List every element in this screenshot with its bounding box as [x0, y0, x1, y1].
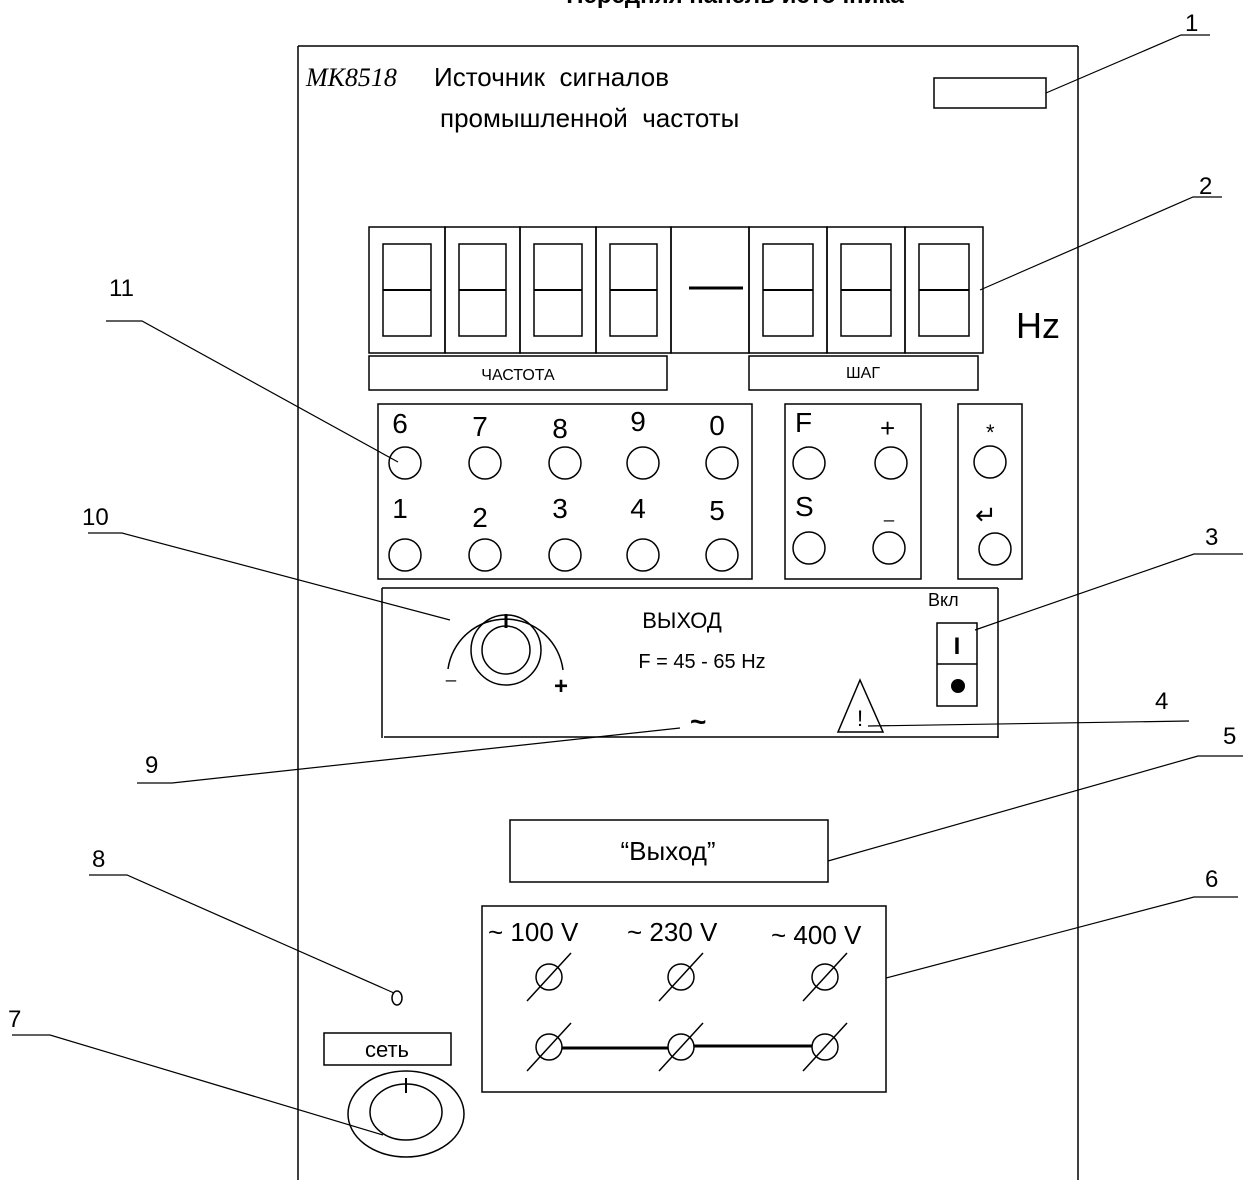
- switch-off-mark: [951, 679, 965, 693]
- nameplate: [933, 77, 1047, 109]
- callout-9: 9: [145, 752, 158, 779]
- key-star-button[interactable]: [973, 445, 1007, 479]
- terminal-jack[interactable]: [526, 952, 572, 1002]
- output-plate: [509, 819, 829, 883]
- keypad-key-button[interactable]: [388, 446, 422, 480]
- key-plus-button[interactable]: [874, 446, 908, 480]
- key-star-label: *: [986, 420, 995, 445]
- function-keypad: [784, 403, 922, 580]
- keypad-key-label: 3: [552, 493, 568, 524]
- keypad-key-label: 2: [472, 502, 488, 533]
- callout-10: 10: [82, 504, 109, 531]
- callout-2: 2: [1199, 173, 1212, 200]
- terminal-jack[interactable]: [526, 1022, 572, 1072]
- keypad-key-button[interactable]: [468, 538, 502, 572]
- terminal-jack[interactable]: [658, 952, 704, 1002]
- output-terminal-block: [481, 905, 887, 1093]
- warning-mark: !: [857, 706, 863, 731]
- output-level-knob[interactable]: [447, 614, 564, 686]
- step-label-box: [748, 355, 979, 391]
- knob-minus-label: _: [445, 662, 457, 683]
- key-s-label: S: [795, 491, 814, 522]
- keypad-key-button[interactable]: [468, 446, 502, 480]
- terminal-label-400v: ~ 400 V: [771, 920, 862, 950]
- keypad-key-button[interactable]: [705, 538, 739, 572]
- frequency-display: [368, 226, 984, 354]
- keypad-keys: 6 7 8 9 0 1 2 3 4 5: [388, 406, 739, 572]
- power-label-box: [323, 1032, 452, 1066]
- callout-1: 1: [1185, 10, 1198, 37]
- panel-title-line2: промышленной частоты: [440, 103, 739, 133]
- frequency-label: ЧАСТОТА: [481, 367, 555, 384]
- keypad-key-button[interactable]: [388, 538, 422, 572]
- keypad-key-button[interactable]: [626, 538, 660, 572]
- switch-on-mark: I: [954, 633, 961, 660]
- tilde-symbol: ~: [690, 706, 706, 737]
- keypad-key-label: 8: [552, 413, 568, 444]
- digit-cell: [904, 226, 984, 354]
- model-label: МК8518: [305, 63, 397, 92]
- terminal-jack[interactable]: [802, 952, 848, 1002]
- terminal-jacks: [526, 952, 848, 1072]
- callout-4: 4: [1155, 688, 1168, 715]
- keypad-key-label: 5: [709, 495, 725, 526]
- key-f-button[interactable]: [792, 446, 826, 480]
- knob-plus-label: +: [554, 673, 568, 700]
- keypad-key-label: 9: [630, 406, 646, 437]
- key-enter-button[interactable]: [978, 532, 1012, 566]
- callout-8: 8: [92, 846, 105, 873]
- key-minus-label: _: [883, 502, 895, 523]
- key-minus-button[interactable]: [872, 531, 906, 565]
- switch-label: Вкл: [928, 590, 959, 610]
- output-range-label: F = 45 - 65 Hz: [638, 651, 765, 673]
- enter-icon: ↵: [975, 500, 997, 530]
- keypad-key-button[interactable]: [548, 446, 582, 480]
- key-f-label: F: [795, 407, 812, 438]
- power-label: сеть: [365, 1037, 409, 1062]
- numeric-keypad: [377, 403, 753, 580]
- keypad-key-label: 6: [392, 408, 408, 439]
- display-unit-label: Hz: [1016, 305, 1060, 346]
- step-label: ШАГ: [846, 365, 880, 382]
- callout-leaders: [12, 34, 1243, 1136]
- key-plus-label: +: [880, 413, 895, 443]
- keypad-key-label: 4: [630, 493, 646, 524]
- callout-7: 7: [8, 1006, 21, 1033]
- terminal-label-230v: ~ 230 V: [627, 917, 718, 947]
- aux-keypad: [957, 403, 1023, 580]
- output-block: [381, 587, 999, 738]
- output-plate-label: “Выход”: [620, 836, 715, 866]
- output-block-title: ВЫХОД: [642, 608, 722, 633]
- callout-6: 6: [1205, 866, 1218, 893]
- terminal-label-100v: ~ 100 V: [488, 917, 579, 947]
- power-switch-knob[interactable]: [347, 1070, 465, 1158]
- keypad-key-label: 0: [709, 410, 725, 441]
- panel-outline: [297, 45, 1079, 1180]
- keypad-key-label: 7: [472, 411, 488, 442]
- callout-5: 5: [1223, 723, 1236, 750]
- key-s-button[interactable]: [792, 531, 826, 565]
- keypad-key-label: 1: [392, 493, 408, 524]
- panel-title-line1: Источник сигналов: [434, 62, 669, 92]
- warning-triangle-icon: [836, 678, 885, 733]
- power-indicator-lamp: [391, 990, 403, 1006]
- frequency-label-box: [368, 355, 668, 391]
- keypad-key-button[interactable]: [548, 538, 582, 572]
- callout-11: 11: [109, 275, 134, 302]
- terminal-jack[interactable]: [658, 1022, 704, 1072]
- keypad-key-button[interactable]: [705, 446, 739, 480]
- callout-3: 3: [1205, 524, 1218, 551]
- page-title: Передняя панель источника: [566, 0, 904, 9]
- keypad-key-button[interactable]: [626, 446, 660, 480]
- digit-cell: [670, 226, 750, 354]
